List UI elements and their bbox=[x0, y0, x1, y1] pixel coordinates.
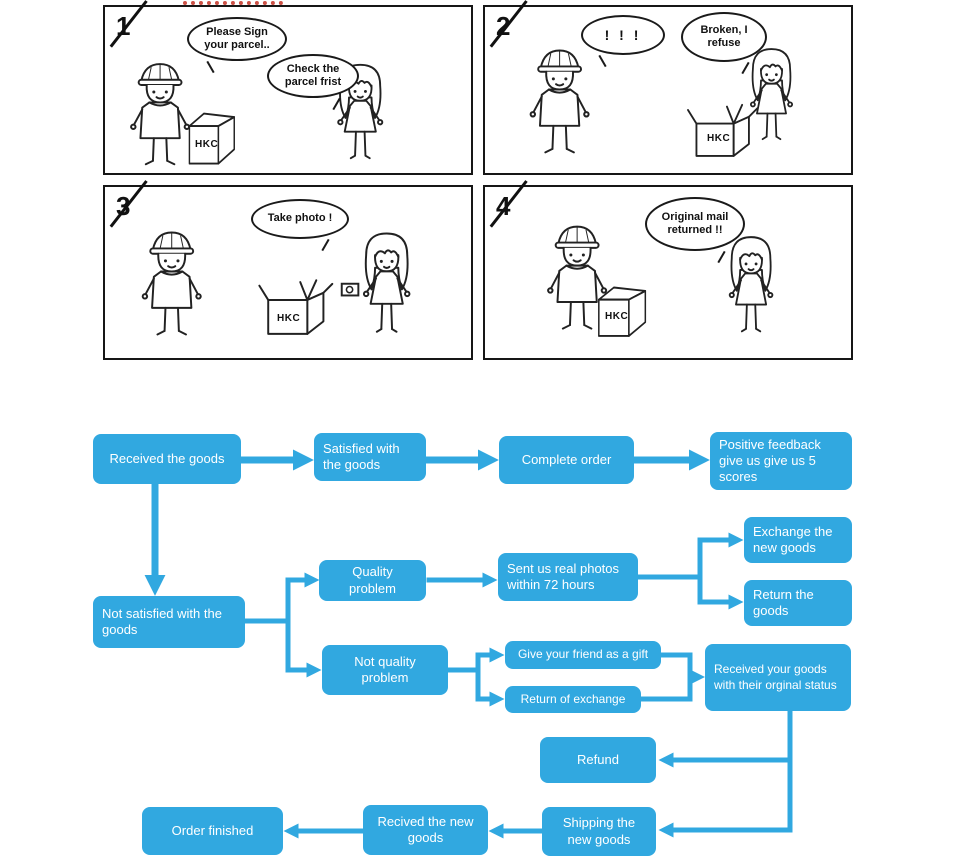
speech-bubble: ! ! ! bbox=[581, 15, 665, 55]
delivery-man-figure bbox=[130, 63, 191, 166]
customer-girl-figure bbox=[728, 236, 774, 333]
customer-girl-figure bbox=[749, 48, 794, 141]
flow-node-received-new-goods: Recived the new goods bbox=[363, 805, 488, 855]
flow-node-return-the-goods: Return the goods bbox=[744, 580, 852, 626]
panel-number: 3 bbox=[116, 191, 131, 221]
flow-node-received-original-status: Received your goods with their orginal s… bbox=[705, 644, 851, 711]
flow-node-quality-problem: Quality problem bbox=[319, 560, 426, 601]
panel-2-art bbox=[529, 48, 794, 157]
flow-node-refund: Refund bbox=[540, 737, 656, 783]
comic-panel-2: 2 ! ! ! Broken, I refuse HKC bbox=[483, 0, 853, 175]
speech-text: ! ! ! bbox=[604, 26, 642, 43]
customer-girl-figure bbox=[362, 232, 411, 333]
comic-panel-3: 3 Take photo ! HKC bbox=[103, 180, 473, 360]
open-parcel-box-figure bbox=[258, 279, 334, 335]
flow-node-positive-feedback: Positive feedback give us give us 5 scor… bbox=[710, 432, 852, 490]
flow-node-shipping-new-goods: Shipping the new goods bbox=[542, 807, 656, 856]
flow-node-satisfied: Satisfied with the goods bbox=[314, 433, 426, 481]
comic-panel-4: 4 Original mail returned !! HKC bbox=[483, 180, 853, 360]
speech-text: Please Sign your parcel.. bbox=[204, 25, 270, 51]
panel-number: 4 bbox=[496, 191, 511, 221]
flow-node-not-satisfied: Not satisfied with the goods bbox=[93, 596, 245, 648]
flow-node-return-of-exchange: Return of exchange bbox=[505, 686, 641, 713]
panel-3-art bbox=[141, 231, 411, 336]
comic-panel-1: 1 Please Sign your parcel.. Check the pa… bbox=[103, 0, 473, 175]
speech-text: Take photo ! bbox=[267, 212, 333, 225]
speech-text: Original mail returned !! bbox=[661, 210, 729, 236]
speech-text: Broken, I refuse bbox=[700, 23, 748, 49]
panel-number: 2 bbox=[496, 11, 511, 41]
flow-node-exchange-new-goods: Exchange the new goods bbox=[744, 517, 852, 563]
delivery-man-figure bbox=[547, 225, 608, 330]
flow-node-not-quality-problem: Not quality problem bbox=[322, 645, 448, 695]
box-label: HKC bbox=[707, 133, 731, 144]
speech-text: Check the parcel frist bbox=[284, 62, 342, 88]
cropped-red-text-fragment bbox=[183, 0, 283, 5]
box-label: HKC bbox=[605, 311, 629, 322]
open-parcel-box-figure bbox=[687, 103, 759, 157]
flow-node-gift-to-friend: Give your friend as a gift bbox=[505, 641, 661, 669]
flow-node-send-photos: Sent us real photos within 72 hours bbox=[498, 553, 638, 601]
speech-bubble: Check the parcel frist bbox=[267, 54, 359, 98]
box-label: HKC bbox=[277, 313, 301, 324]
speech-bubble: Take photo ! bbox=[251, 199, 349, 239]
box-label: HKC bbox=[195, 139, 219, 150]
speech-bubble: Original mail returned !! bbox=[645, 197, 745, 251]
flow-node-order-finished: Order finished bbox=[142, 807, 283, 855]
camera-icon bbox=[340, 282, 360, 297]
panel-number: 1 bbox=[116, 11, 131, 41]
speech-bubble: Broken, I refuse bbox=[681, 12, 767, 62]
delivery-man-figure bbox=[141, 231, 202, 336]
flow-node-complete-order: Complete order bbox=[499, 436, 634, 484]
delivery-man-figure bbox=[529, 49, 590, 154]
speech-bubble: Please Sign your parcel.. bbox=[187, 17, 287, 61]
flow-node-received-the-goods: Received the goods bbox=[93, 434, 241, 484]
